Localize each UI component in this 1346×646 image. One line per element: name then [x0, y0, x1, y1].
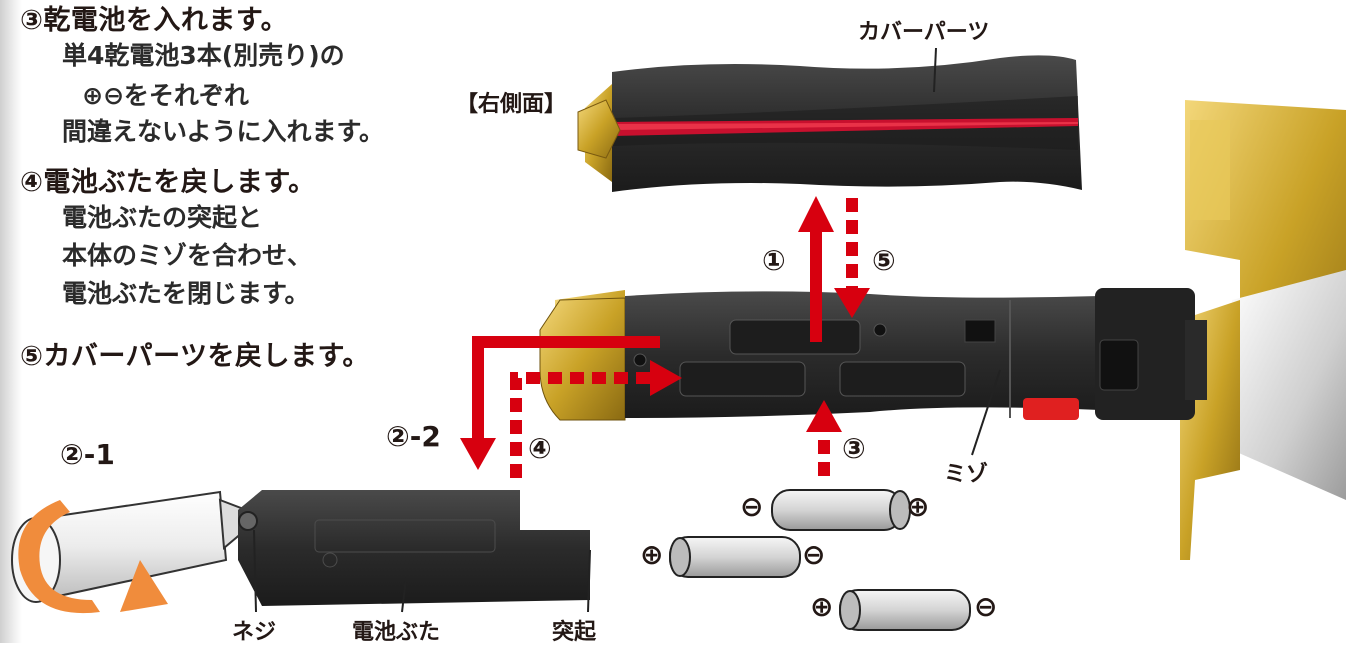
- step5-number: ⑤: [872, 244, 896, 277]
- step2-1-number: ②-1: [60, 438, 115, 471]
- battery2-plus-icon: ⊕: [640, 538, 664, 571]
- step3-line2: ⊕⊖をそれぞれ: [82, 76, 249, 112]
- battery1-minus-icon: ⊖: [740, 490, 764, 523]
- step4-line1: 電池ぶたの突起と: [62, 203, 263, 232]
- step5-title: ⑤カバーパーツを戻します。: [20, 341, 370, 372]
- battery-2: [669, 536, 801, 578]
- step3-line3: 間違えないように入れます。: [62, 117, 385, 146]
- minus-symbol-icon: ⊖: [102, 81, 124, 110]
- battery3-minus-icon: ⊖: [974, 590, 998, 623]
- step4-line2: 本体のミゾを合わせ、: [62, 241, 313, 270]
- step3-number: ③: [842, 432, 866, 465]
- step3-title: ③乾電池を入れます。: [20, 5, 289, 36]
- battery2-minus-icon: ⊖: [802, 538, 826, 571]
- right-side-label: 【右側面】: [456, 92, 567, 117]
- weapon-gold-part: [1180, 100, 1346, 560]
- page-edge-shadow: [0, 0, 22, 643]
- groove-label: ミゾ: [944, 462, 989, 487]
- arrow-step1: [798, 196, 834, 342]
- arrow-step2-2: [460, 336, 660, 470]
- arrow-step5-dashed: [834, 198, 870, 318]
- battery1-plus-icon: ⊕: [906, 490, 930, 523]
- battery-1: [771, 489, 911, 531]
- cover-part: [577, 47, 1082, 192]
- step3-line1: 単4乾電池3本(別売り)の: [62, 41, 345, 70]
- step4-line3: 電池ぶたを閉じます。: [62, 279, 310, 308]
- step3-line2-text: をそれぞれ: [123, 81, 249, 110]
- battery-lid-label: 電池ぶた: [352, 620, 441, 645]
- cover-parts-label: カバーパーツ: [858, 20, 990, 45]
- screw-label: ネジ: [232, 620, 277, 645]
- battery-lid: [238, 490, 591, 613]
- arrow-step4-dashed: [510, 360, 682, 478]
- step4-title: ④電池ぶたを戻します。: [20, 167, 316, 198]
- battery-3: [839, 589, 971, 631]
- step4-number: ④: [528, 432, 552, 465]
- step1-number: ①: [762, 244, 786, 277]
- main-body: [539, 288, 1207, 456]
- step2-2-number: ②-2: [386, 420, 441, 453]
- plus-symbol-icon: ⊕: [82, 81, 103, 110]
- screwdriver: [11, 490, 264, 614]
- arrow-step3-dashed: [806, 400, 842, 476]
- battery3-plus-icon: ⊕: [810, 590, 834, 623]
- protrusion-label: 突起: [552, 620, 597, 645]
